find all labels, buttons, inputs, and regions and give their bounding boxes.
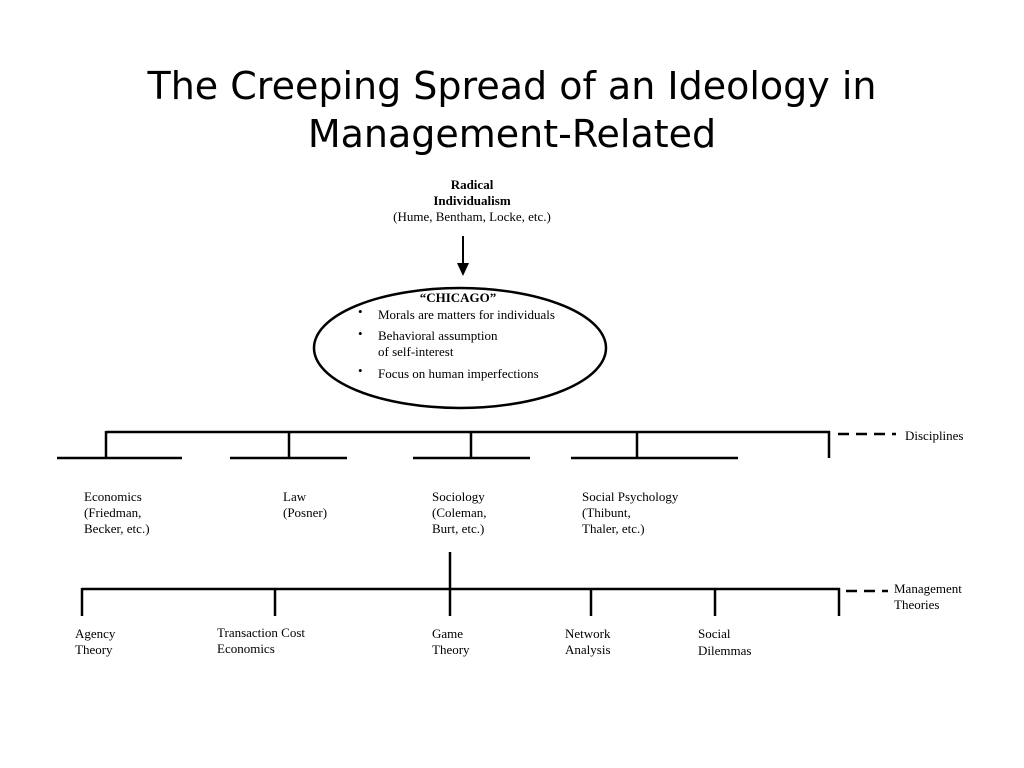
chicago-ellipse xyxy=(312,286,608,410)
discipline-social-psychology-line-1: Social Psychology xyxy=(582,489,679,504)
root-label-line-1: Radical xyxy=(451,177,494,192)
bullet-dot: • xyxy=(358,304,363,319)
theory-transaction-cost-line-2: Economics xyxy=(217,641,275,656)
root-arrow-head xyxy=(457,263,469,276)
discipline-social-psychology-line-2: (Thibunt, xyxy=(582,505,631,520)
theory-agency-line-1: Agency xyxy=(75,626,116,641)
slide-title: The Creeping Spread of an Ideology in Ma… xyxy=(0,62,1024,158)
theory-game-line-1: Game xyxy=(432,626,463,641)
theory-transaction-cost-line-1: Transaction Cost xyxy=(217,625,305,640)
discipline-sociology-line-3: Burt, etc.) xyxy=(432,521,484,536)
theory-social-dilemmas-line-2: Dilemmas xyxy=(698,643,751,658)
theory-network-line-2: Analysis xyxy=(565,642,611,657)
discipline-economics-line-2: (Friedman, xyxy=(84,505,141,520)
discipline-sociology-line-2: (Coleman, xyxy=(432,505,487,520)
theory-agency-line-2: Theory xyxy=(75,642,113,657)
theory-network-line-1: Network xyxy=(565,626,611,641)
chicago-bullet-2-line-1: Behavioral assumption xyxy=(378,328,498,343)
management-label-line-1: Management xyxy=(894,581,962,596)
discipline-law-line-2: (Posner) xyxy=(283,505,327,520)
root-authors: (Hume, Bentham, Locke, etc.) xyxy=(393,209,551,224)
bullet-dot: • xyxy=(358,363,363,378)
theory-social-dilemmas-line-1: Social xyxy=(698,626,731,641)
discipline-sociology-line-1: Sociology xyxy=(432,489,485,504)
discipline-law-line-1: Law xyxy=(283,489,307,504)
slide-title-line-1: The Creeping Spread of an Ideology in xyxy=(147,64,877,108)
chicago-bullet-2-line-2: of self-interest xyxy=(378,344,454,359)
slide-title-line-2: Management-Related xyxy=(307,112,717,156)
disciplines-label: Disciplines xyxy=(905,428,964,443)
chicago-bullet-1: Morals are matters for individuals xyxy=(378,307,555,322)
discipline-economics-line-1: Economics xyxy=(84,489,142,504)
bullet-dot: • xyxy=(358,326,363,341)
root-label-line-2: Individualism xyxy=(433,193,510,208)
discipline-social-psychology-line-3: Thaler, etc.) xyxy=(582,521,645,536)
chicago-title: “CHICAGO” xyxy=(420,290,497,305)
discipline-economics-line-3: Becker, etc.) xyxy=(84,521,150,536)
theory-game-line-2: Theory xyxy=(432,642,470,657)
chicago-bullet-3: Focus on human imperfections xyxy=(378,366,539,381)
management-label-line-2: Theories xyxy=(894,597,939,612)
